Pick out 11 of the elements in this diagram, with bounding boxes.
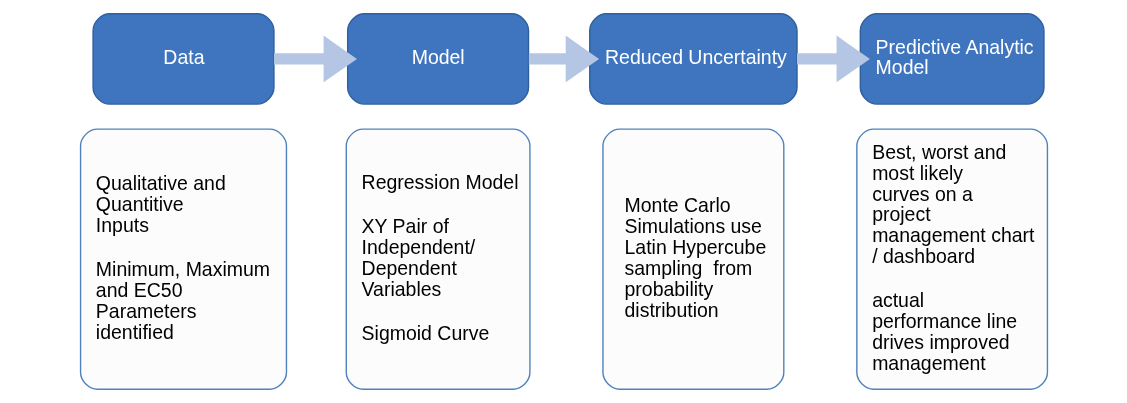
arrow (796, 35, 870, 83)
node-box: Regression Model XY Pair of Independent/ Dependent Variables Sigmoid Curve (345, 128, 531, 390)
arrow (528, 35, 599, 83)
node-box: Monte Carlo Simulations use Latin Hypercube sampling from probability distribution (601, 128, 784, 390)
node-box: Model (346, 13, 529, 105)
node-box: Best, worst and most likely curves on a project management chart / dashboard actual performance line drives improved management (855, 128, 1048, 390)
node-box: Reduced Uncertainty (588, 13, 798, 105)
node-box: Data (91, 13, 275, 105)
arrow (273, 35, 357, 83)
node-box: Qualitative and Quantitive Inputs Minimum, Maximum and EC50 Parameters identified (79, 128, 287, 390)
node-box: Predictive Analytic Model (859, 13, 1045, 105)
